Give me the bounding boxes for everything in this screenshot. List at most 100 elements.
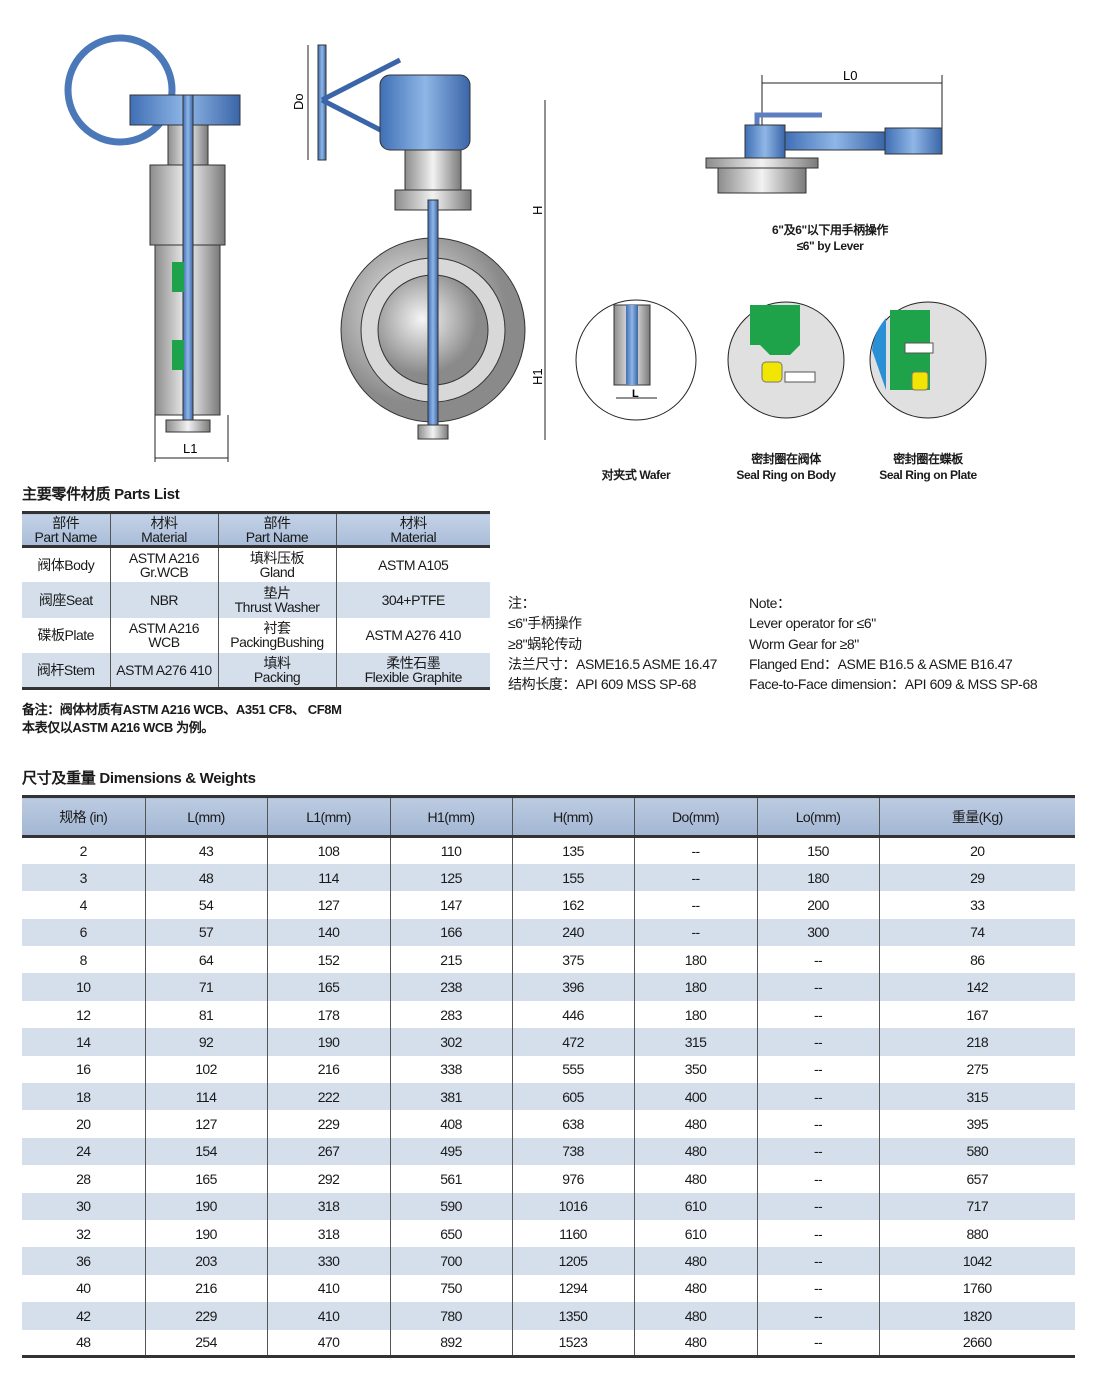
table-cell: 152 bbox=[266, 946, 390, 974]
header-cn: 材料 bbox=[399, 514, 427, 531]
table-cell: 880 bbox=[878, 1219, 1075, 1248]
table-cell: 1160 bbox=[511, 1219, 634, 1248]
table-cell: 48 bbox=[76, 1334, 91, 1351]
table-cell: 1820 bbox=[878, 1302, 1075, 1330]
dim-label-h: H bbox=[530, 206, 545, 215]
table-cell: 43 bbox=[144, 836, 267, 864]
table-cell: 216 bbox=[266, 1055, 390, 1084]
parts-cell: 碟板Plate bbox=[22, 618, 110, 654]
table-cell: 57 bbox=[144, 918, 267, 947]
seal-plate-detail bbox=[869, 301, 987, 419]
note-line: Face-to-Face dimension：API 609 & MSS SP-… bbox=[749, 676, 1038, 693]
table-cell: 190 bbox=[144, 1219, 267, 1248]
lever-drawing: L0 bbox=[705, 68, 943, 194]
table-cell: -- bbox=[633, 891, 757, 919]
table-cell: 275 bbox=[878, 1055, 1075, 1084]
table-cell: 178 bbox=[266, 1000, 390, 1029]
table-cell: 300 bbox=[756, 918, 879, 947]
parts-cell-line: 柔性石墨 bbox=[386, 655, 441, 671]
table-cell: 16 bbox=[76, 1061, 91, 1078]
table-cell: 892 bbox=[389, 1329, 512, 1357]
seal-body-caption: 密封圈在阀体 Seal Ring on Body bbox=[716, 451, 856, 483]
parts-cell: NBR bbox=[109, 582, 218, 618]
table-cell: 142 bbox=[878, 973, 1075, 1001]
table-cell: 375 bbox=[511, 946, 634, 974]
table-cell: 700 bbox=[389, 1247, 512, 1275]
wafer-detail: L bbox=[575, 299, 697, 421]
table-cell: 605 bbox=[511, 1083, 634, 1111]
table-cell: 254 bbox=[144, 1329, 267, 1357]
table-cell: 200 bbox=[756, 891, 879, 919]
note-line: 注： bbox=[508, 595, 536, 611]
parts-cell-line: 阀杆Stem bbox=[36, 662, 95, 678]
seal-plate-caption-en: Seal Ring on Plate bbox=[879, 468, 977, 482]
table-cell: -- bbox=[633, 836, 757, 864]
parts-cell: 阀杆Stem bbox=[22, 653, 110, 689]
table-cell: -- bbox=[756, 1083, 879, 1111]
table-cell: 408 bbox=[389, 1110, 512, 1138]
table-cell: 480 bbox=[633, 1247, 757, 1275]
table-cell: 1523 bbox=[511, 1329, 634, 1357]
parts-cell-line: Gland bbox=[259, 564, 295, 580]
table-cell: 315 bbox=[633, 1028, 757, 1056]
table-cell: 318 bbox=[266, 1192, 390, 1220]
table-cell: 3 bbox=[22, 863, 145, 892]
table-cell: 190 bbox=[144, 1192, 267, 1220]
seal-plate-caption-cn: 密封圈在蝶板 bbox=[893, 452, 963, 466]
table-cell: 495 bbox=[389, 1137, 512, 1166]
table-cell: 29 bbox=[878, 863, 1075, 892]
table-cell: 480 bbox=[633, 1165, 757, 1193]
parts-cell-line: ASTM A216 bbox=[128, 620, 200, 637]
table-cell: -- bbox=[756, 1302, 879, 1330]
table-cell: 167 bbox=[878, 1000, 1075, 1029]
table-cell: 240 bbox=[511, 918, 634, 947]
seal-body-caption-cn: 密封圈在阀体 bbox=[751, 452, 821, 466]
table-cell: 2 bbox=[79, 842, 88, 859]
table-cell: 155 bbox=[511, 863, 634, 892]
table-cell: 12 bbox=[76, 1006, 91, 1023]
table-cell: -- bbox=[756, 1192, 879, 1220]
table-cell: 218 bbox=[878, 1028, 1075, 1056]
table-cell: 81 bbox=[144, 1000, 267, 1029]
table-cell: 215 bbox=[389, 946, 512, 974]
parts-cell: 阀座Seat bbox=[22, 582, 110, 618]
table-cell: 147 bbox=[389, 891, 512, 919]
table-cell: 267 bbox=[266, 1137, 390, 1166]
parts-cell-line: ASTM A216 bbox=[128, 550, 200, 566]
lever-caption-en: ≤6" by Lever bbox=[796, 239, 864, 253]
dimensions-title: 尺寸及重量 Dimensions & Weights bbox=[22, 770, 256, 787]
parts-cell-line: 衬套 bbox=[263, 620, 292, 637]
header-cn: 部件 bbox=[52, 514, 80, 531]
table-cell: 190 bbox=[266, 1028, 390, 1056]
lever-caption: 6"及6"以下用手柄操作 ≤6" by Lever bbox=[740, 222, 920, 254]
parts-cell-line: Packing bbox=[253, 669, 301, 685]
parts-cell: ASTM A276 410 bbox=[335, 617, 490, 653]
table-cell: 610 bbox=[633, 1219, 757, 1248]
table-cell: 1294 bbox=[511, 1274, 634, 1303]
dims-header-cell: 规格 (in) bbox=[22, 796, 145, 838]
table-cell: 229 bbox=[266, 1110, 390, 1138]
table-cell: 480 bbox=[633, 1137, 757, 1166]
table-cell: 108 bbox=[266, 836, 390, 864]
table-cell: 18 bbox=[22, 1083, 145, 1111]
table-cell: 555 bbox=[511, 1055, 634, 1084]
table-cell: 315 bbox=[878, 1083, 1075, 1111]
table-cell: 580 bbox=[878, 1137, 1075, 1166]
table-cell: -- bbox=[756, 1000, 879, 1029]
table-cell: 8 bbox=[79, 951, 88, 968]
dims-header-cell: L1(mm) bbox=[266, 796, 390, 838]
table-cell: 165 bbox=[144, 1165, 267, 1193]
dims-header-cell: Do(mm) bbox=[633, 796, 757, 838]
